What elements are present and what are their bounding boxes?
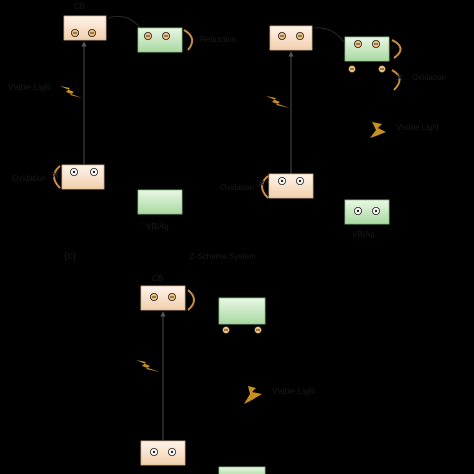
electron-icon: [161, 32, 170, 41]
semiconductor-a-vb: [140, 440, 186, 466]
semiconductor-a-cb: [63, 15, 107, 41]
electron-icon: [167, 292, 176, 301]
hole-icon: [149, 447, 158, 456]
semiconductor-b-vb: [137, 189, 183, 215]
reduction-arrow: [183, 29, 194, 51]
visible-light-label: Visible Light: [272, 387, 316, 396]
oxidation-arrow: [391, 69, 401, 91]
electron-icon: [253, 325, 262, 334]
oxidation-label: Oxidation: [220, 183, 254, 192]
semiconductor-b-vb: [344, 199, 390, 225]
electron-icon: [353, 40, 362, 49]
reduction-arrow: [187, 289, 195, 311]
lightning-icon: [136, 360, 160, 372]
lightning-icon: [266, 96, 290, 108]
electron-icon: [143, 32, 152, 41]
oxidation-arrow: [261, 175, 269, 199]
hole-icon: [277, 176, 286, 185]
cb-label-top-left: CB: [74, 2, 85, 11]
oxidation-arrow: [53, 165, 61, 189]
reduction-label: Reduction: [200, 35, 236, 44]
electron-icon: [221, 325, 230, 334]
transfer-arrow: [313, 27, 345, 43]
electron-icon: [149, 292, 158, 301]
electron-icon: [71, 28, 80, 37]
panel-b: Oxidation Visible Light Oxidation: [220, 25, 446, 239]
hole-icon: [70, 167, 79, 176]
oxidation-label: Oxidation: [412, 73, 446, 82]
panel-c-label: (c): [64, 251, 76, 262]
lightning-icon: [244, 386, 262, 404]
panel-a: CB Reduction Visible Light Oxid: [8, 2, 236, 231]
electron-icon: [88, 28, 97, 37]
hole-icon: [167, 447, 176, 456]
system-title: Z-Scheme System: [190, 252, 256, 261]
visible-light-label: Visible Light: [396, 123, 440, 132]
hole-icon: [353, 206, 362, 215]
blocked-x-icon: [258, 180, 265, 187]
hole-icon: [90, 167, 99, 176]
electron-icon: [377, 65, 386, 74]
electron-icon: [347, 65, 356, 74]
lightning-icon: [370, 122, 386, 138]
cb-label-bottom: CB: [152, 274, 163, 283]
vb-label: VB/Ag: [146, 222, 169, 231]
semiconductor-b-vb: [218, 466, 266, 474]
transfer-arrow: [107, 15, 141, 29]
hole-icon: [371, 206, 380, 215]
semiconductor-b-cb: [344, 36, 390, 62]
panel-c: (c) Z-Scheme System CB Visible Light: [64, 251, 316, 474]
oxidation-label: Oxidation: [12, 174, 46, 183]
vb-label: VB/Ag: [352, 230, 375, 239]
semiconductor-a-vb: [268, 173, 314, 199]
hole-icon: [295, 176, 304, 185]
lightning-icon: [60, 86, 82, 98]
visible-light-label: Visible Light: [8, 83, 52, 92]
semiconductor-b-cb: [218, 297, 266, 325]
semiconductor-a-cb: [140, 285, 186, 311]
semiconductor-a-vb: [61, 164, 105, 190]
semiconductor-b-cb: [137, 27, 183, 53]
reduction-arrow: [391, 39, 402, 59]
semiconductor-a-cb: [269, 25, 313, 51]
blocked-x-icon: [396, 74, 403, 81]
electron-icon: [295, 32, 304, 41]
electron-icon: [277, 32, 286, 41]
electron-icon: [371, 40, 380, 49]
blocked-x-icon: [52, 171, 59, 178]
